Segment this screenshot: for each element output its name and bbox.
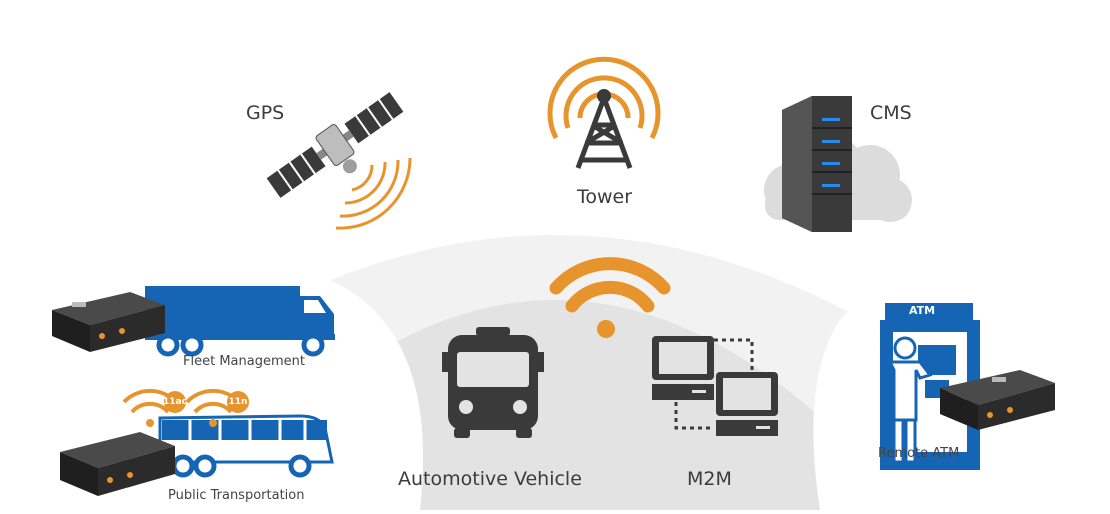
- server-icon: [782, 96, 852, 232]
- tower-label: Tower: [577, 186, 633, 208]
- gps-signal-waves: [335, 157, 412, 230]
- truck-icon: [145, 286, 335, 357]
- bus-icon: [442, 327, 544, 438]
- wifi-dot: [597, 320, 615, 338]
- satellite-icon: [266, 92, 404, 198]
- fleet-management-label: Fleet Management: [183, 354, 305, 369]
- remote-atm-label: Remote ATM: [878, 446, 960, 461]
- automotive-vehicle-label: Automotive Vehicle: [398, 468, 582, 490]
- m2m-link: [674, 338, 754, 430]
- public-transportation-label: Public Transportation: [168, 488, 305, 503]
- computer-icon: [716, 372, 778, 436]
- tower-icon: [547, 56, 661, 169]
- router-icon: [52, 292, 165, 352]
- person-icon: [887, 336, 933, 464]
- m2m-label: M2M: [687, 468, 732, 490]
- wifi-badge-11ac: 11ac: [163, 391, 187, 413]
- router-icon: [940, 370, 1055, 430]
- computer-icon: [652, 336, 714, 400]
- gps-label: GPS: [246, 102, 285, 124]
- wifi-icon: [549, 257, 671, 313]
- wifi-badge-11n: 11n: [227, 391, 249, 413]
- atm-sign-label: ATM: [909, 304, 936, 317]
- cms-label: CMS: [870, 102, 912, 124]
- bus-icon: [158, 414, 334, 478]
- router-icon: [60, 432, 175, 496]
